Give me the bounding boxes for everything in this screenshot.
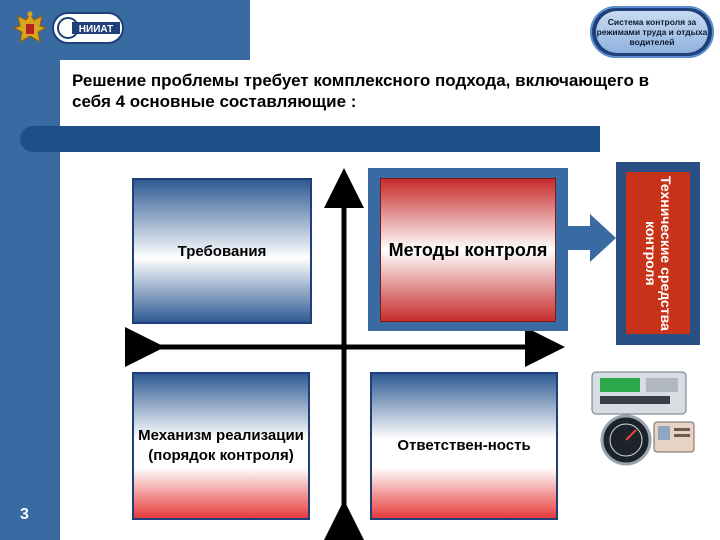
responsibility-box: Ответствен-ность (370, 372, 558, 520)
mechanism-box: Механизм реализации (порядок контроля) (132, 372, 310, 520)
niiat-logo: НИИАТ (52, 12, 124, 44)
requirements-box: Требования (132, 178, 312, 324)
title-underline-bar (20, 126, 600, 152)
system-badge: Система контроля за режимами труда и отд… (590, 6, 714, 58)
tech-box-label: Технические средства контроля (643, 175, 674, 331)
tech-box: Технические средства контроля (626, 172, 690, 334)
coat-of-arms-icon (12, 11, 48, 44)
methods-box: Методы контроля (380, 178, 556, 322)
page-number: 3 (20, 506, 29, 523)
logo-text: НИИАТ (79, 24, 113, 35)
tachograph-devices-image (591, 371, 695, 466)
slide-title: Решение проблемы требует комплексного по… (72, 71, 650, 111)
left-sidebar (0, 0, 60, 540)
methods-to-tech-arrow (568, 214, 616, 262)
system-badge-label: Система контроля за режимами труда и отд… (596, 11, 708, 53)
